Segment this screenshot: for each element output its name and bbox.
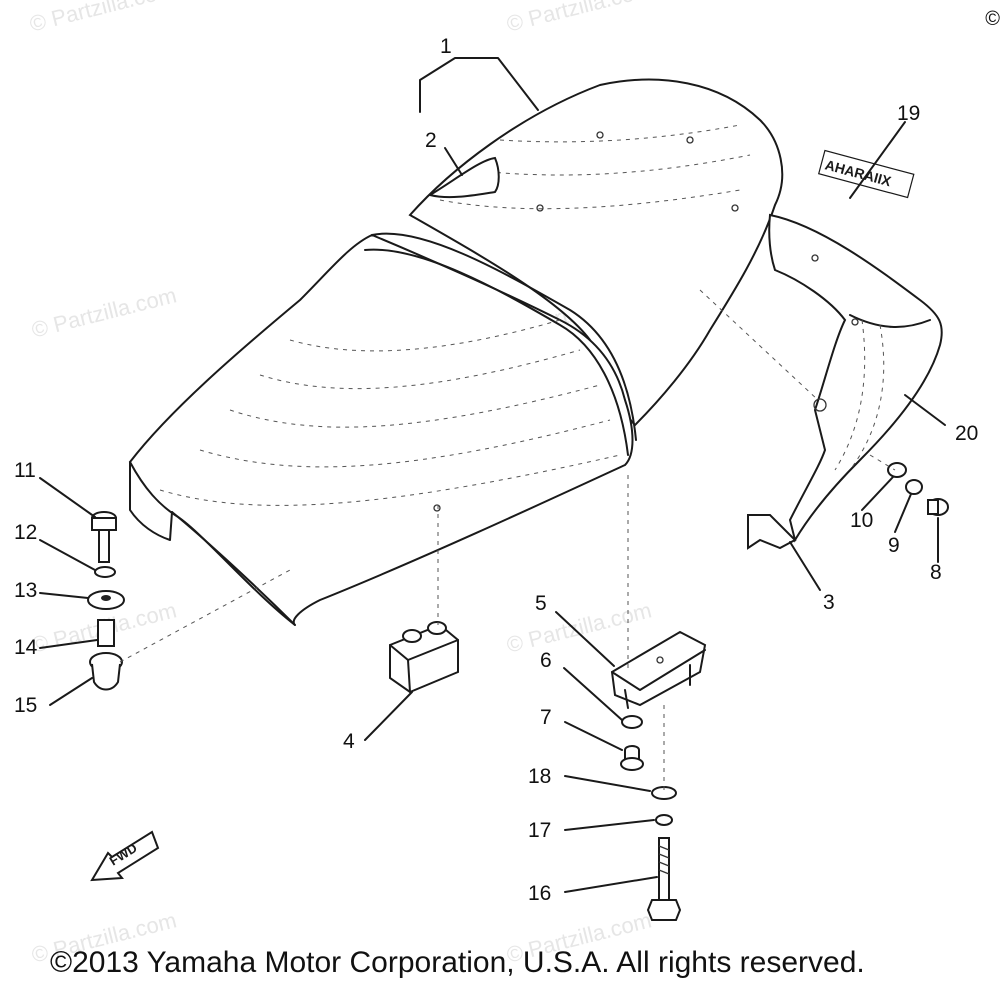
callout-16: 16 — [528, 882, 552, 905]
callout-6: 6 — [540, 649, 552, 672]
seat-bracket — [610, 630, 707, 709]
screw-8 — [927, 498, 949, 516]
callout-13: 13 — [14, 579, 38, 602]
washer-17 — [655, 814, 673, 826]
collar-7 — [620, 745, 644, 771]
callout-18: 18 — [528, 765, 552, 788]
washer-9 — [905, 479, 923, 495]
washer-10 — [887, 462, 907, 478]
callout-4: 4 — [343, 730, 355, 753]
corner-copyright-mark: © — [985, 8, 1000, 30]
callout-11: 11 — [14, 459, 36, 482]
callout-8: 8 — [930, 561, 942, 584]
callout-2: 2 — [425, 129, 437, 152]
bolt-16 — [646, 837, 682, 921]
washer-12 — [94, 566, 116, 578]
callout-20: 20 — [955, 422, 979, 445]
callout-19: 19 — [897, 102, 921, 125]
grommet-13 — [87, 590, 125, 610]
copyright-notice: ©2013 Yamaha Motor Corporation, U.S.A. A… — [50, 946, 865, 979]
washer-6 — [621, 715, 643, 729]
callout-7: 7 — [540, 706, 552, 729]
callout-9: 9 — [888, 534, 900, 557]
seat-assembly — [128, 78, 784, 626]
callout-5: 5 — [535, 592, 547, 615]
forward-direction-icon: FWD — [90, 830, 160, 882]
bolt-11 — [91, 511, 117, 563]
tail-cover — [747, 213, 943, 550]
callout-14: 14 — [14, 636, 38, 659]
callout-15: 15 — [14, 694, 38, 717]
damper-15 — [89, 652, 123, 691]
callout-12: 12 — [14, 521, 38, 544]
leader-lines — [39, 57, 946, 893]
callout-1: 1 — [440, 35, 452, 58]
callout-3: 3 — [823, 591, 835, 614]
callout-10: 10 — [850, 509, 874, 532]
collar-14 — [97, 619, 115, 647]
cushion-block — [389, 621, 459, 694]
callout-17: 17 — [528, 819, 552, 842]
